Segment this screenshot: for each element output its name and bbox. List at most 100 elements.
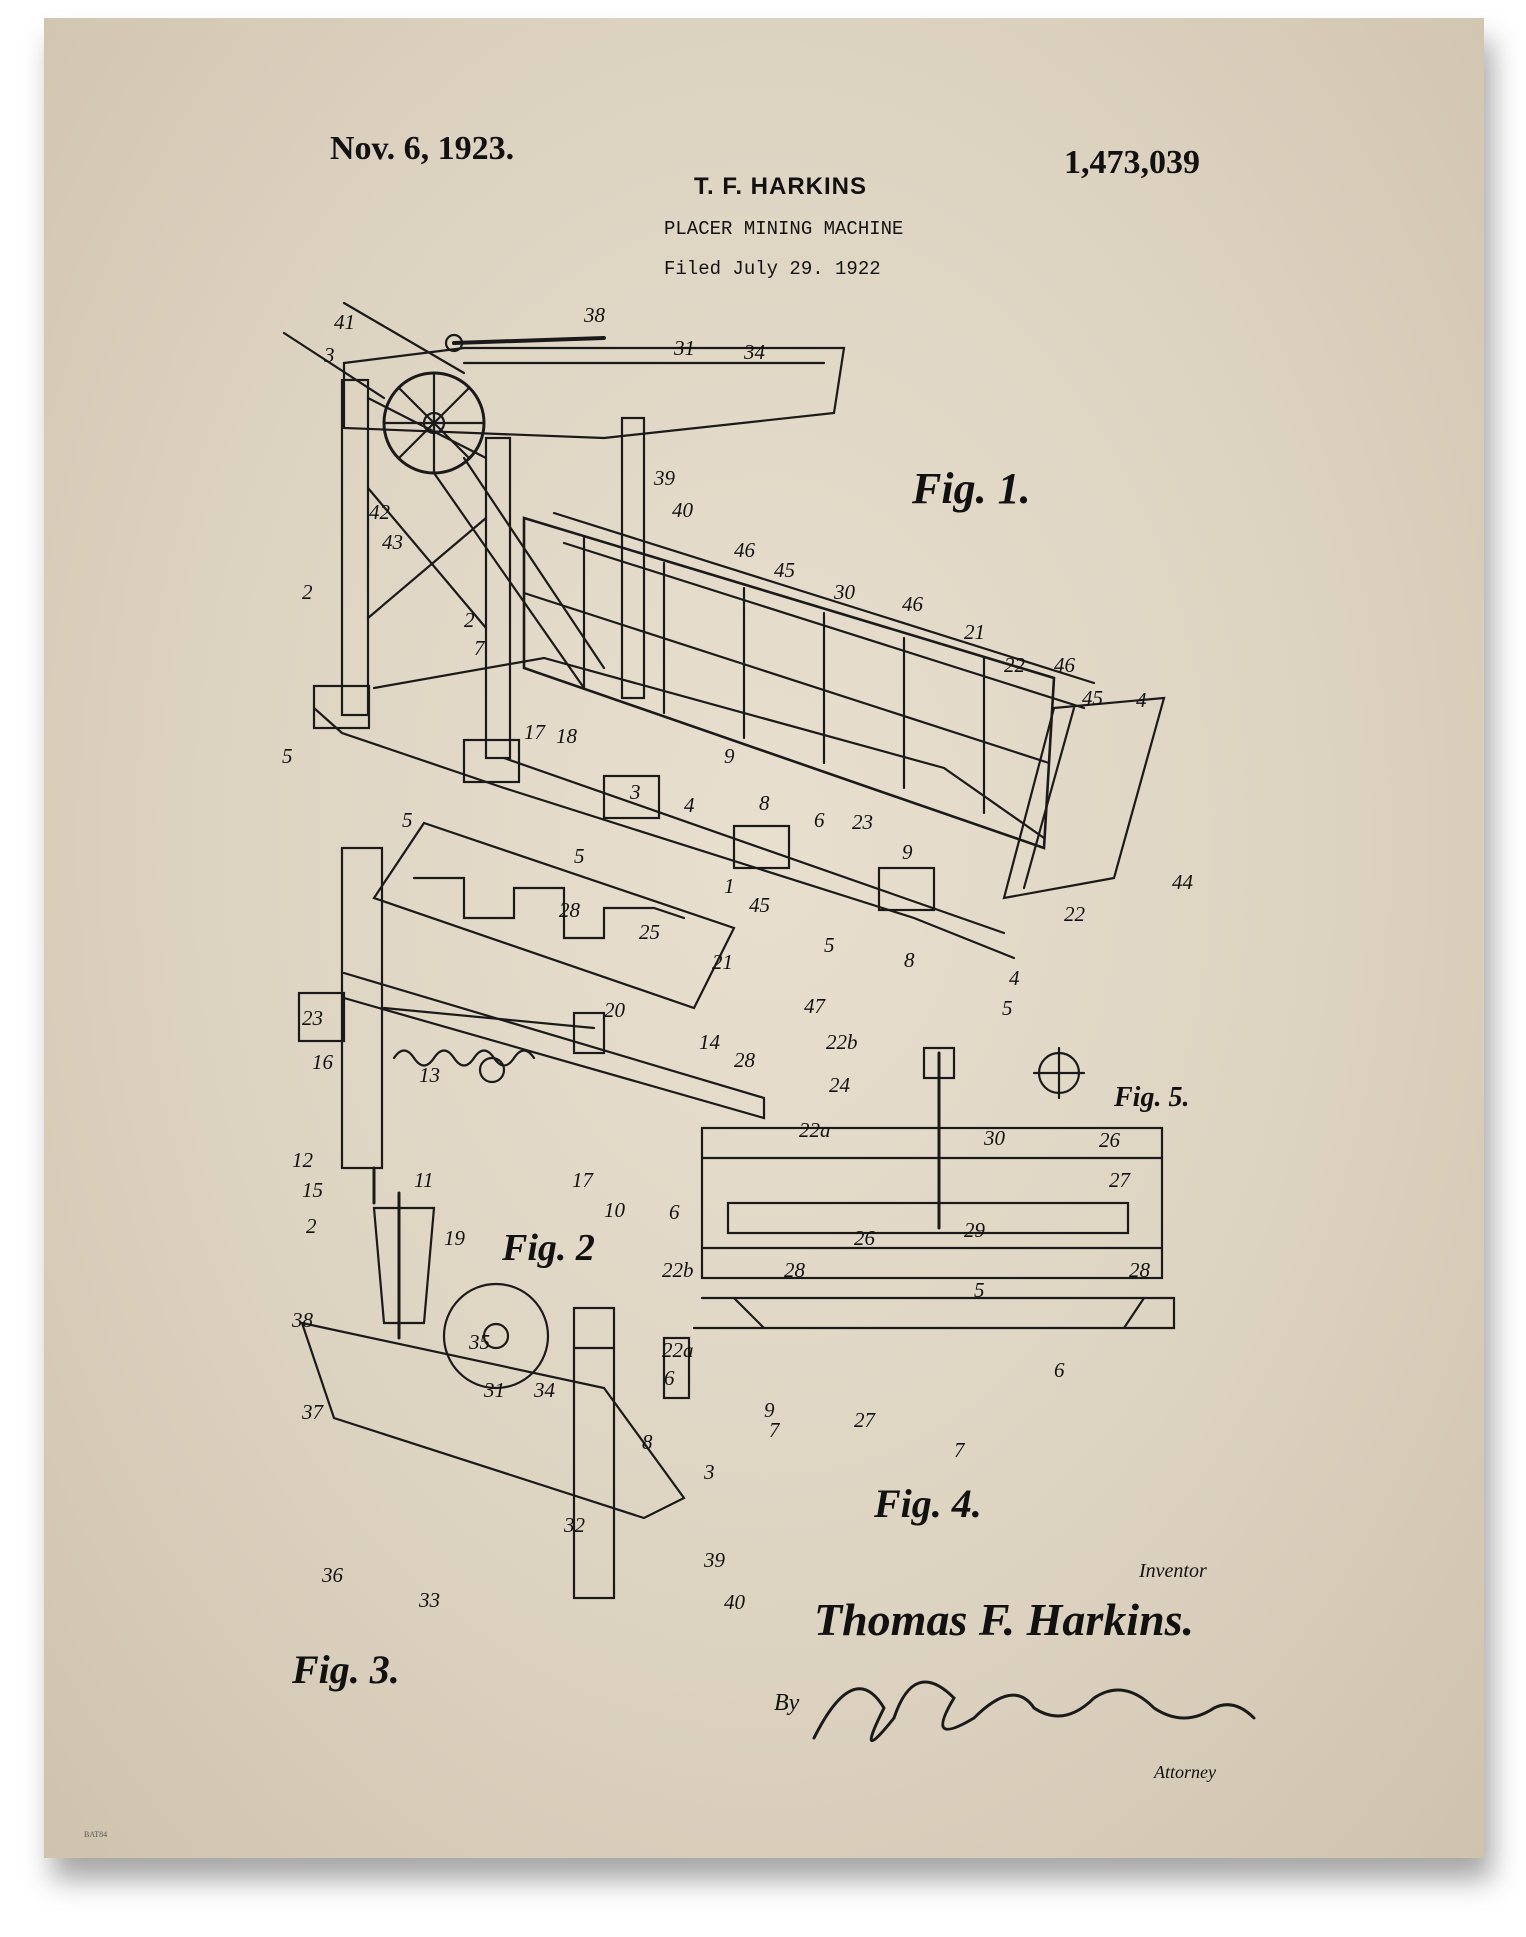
- ref-numeral: 28: [559, 898, 580, 922]
- ref-numeral: 27: [1109, 1168, 1130, 1192]
- ref-numeral: 38: [584, 303, 605, 327]
- ref-numeral: 39: [654, 466, 675, 490]
- ref-numeral: 19: [444, 1226, 465, 1250]
- ref-numeral: 17: [524, 720, 545, 744]
- ref-numeral: 31: [674, 336, 695, 360]
- patent-number: 1,473,039: [1064, 144, 1200, 181]
- ref-numeral: 3: [704, 1460, 715, 1484]
- patent-drawings: [282, 301, 1256, 1742]
- fig3-drawing: [300, 1166, 686, 1600]
- ref-numeral: 22a: [799, 1118, 831, 1142]
- ref-numeral: 5: [974, 1278, 985, 1302]
- ref-numeral: 6: [1054, 1358, 1065, 1382]
- ref-numeral: 22: [1004, 653, 1025, 677]
- ref-numeral: 5: [1002, 996, 1013, 1020]
- ref-numeral: 4: [684, 793, 695, 817]
- ref-numeral: 6: [669, 1200, 680, 1224]
- fig2-caption: Fig. 2: [502, 1227, 595, 1269]
- ref-numeral: 5: [282, 744, 293, 768]
- ref-numeral: 33: [419, 1588, 440, 1612]
- ref-numeral: 32: [564, 1513, 585, 1537]
- print-code: BAT84: [84, 1830, 108, 1839]
- ref-numeral: 45: [749, 893, 770, 917]
- ref-numeral: 39: [704, 1548, 725, 1572]
- ref-numeral: 1: [724, 874, 735, 898]
- ref-numeral: 40: [672, 498, 693, 522]
- ref-numeral: 8: [904, 948, 915, 972]
- ref-numeral: 22b: [826, 1030, 858, 1054]
- fig2-drawing: [297, 821, 766, 1170]
- fig3-caption: Fig. 3.: [292, 1647, 400, 1692]
- ref-numeral: 27: [854, 1408, 875, 1432]
- ref-numeral: 2: [306, 1214, 317, 1238]
- fig1-caption: Fig. 1.: [912, 464, 1031, 513]
- ref-numeral: 9: [764, 1398, 775, 1422]
- ref-numeral: 18: [556, 724, 577, 748]
- ref-numeral: 46: [1054, 653, 1075, 677]
- ref-numeral: 4: [1136, 688, 1147, 712]
- ref-numeral: 22a: [662, 1338, 694, 1362]
- ref-numeral: 12: [292, 1148, 313, 1172]
- ref-numeral: 11: [414, 1168, 434, 1192]
- filed-date: Filed July 29. 1922: [664, 258, 881, 280]
- ref-numeral: 6: [664, 1366, 675, 1390]
- fig1-drawing: [282, 301, 1166, 960]
- inventor-signature-name: Thomas F. Harkins.: [814, 1594, 1195, 1645]
- ref-numeral: 5: [824, 933, 835, 957]
- ref-numeral: 17: [572, 1168, 593, 1192]
- ref-numeral: 34: [534, 1378, 555, 1402]
- ref-numeral: 3: [324, 343, 335, 367]
- ref-numeral: 15: [302, 1178, 323, 1202]
- attorney-label: Attorney: [1154, 1762, 1216, 1782]
- fig4-caption: Fig. 4.: [874, 1481, 982, 1526]
- ref-numeral: 26: [854, 1226, 875, 1250]
- ref-numeral: 20: [604, 998, 625, 1022]
- ref-numeral: 7: [474, 636, 485, 660]
- ref-numeral: 28: [1129, 1258, 1150, 1282]
- ref-numeral: 47: [804, 994, 825, 1018]
- ref-numeral: 14: [699, 1030, 720, 1054]
- fig5-caption: Fig. 5.: [1114, 1082, 1190, 1113]
- patent-sheet: Nov. 6, 1923. 1,473,039 T. F. HARKINS PL…: [44, 18, 1484, 1858]
- inventor-label: Inventor: [1139, 1560, 1207, 1582]
- ref-numeral: 24: [829, 1073, 850, 1097]
- ref-numeral: 37: [302, 1400, 323, 1424]
- ref-numeral: 38: [292, 1308, 313, 1332]
- ref-numeral: 13: [419, 1063, 440, 1087]
- ref-numeral: 5: [402, 808, 413, 832]
- attorney-signature: [812, 1680, 1256, 1742]
- ref-numeral: 6: [814, 808, 825, 832]
- ref-numeral: 41: [334, 310, 355, 334]
- ref-numeral: 30: [834, 580, 855, 604]
- ref-numeral: 26: [1099, 1128, 1120, 1152]
- ref-numeral: 2: [464, 608, 475, 632]
- ref-numeral: 2: [302, 580, 313, 604]
- ref-numeral: 22b: [662, 1258, 694, 1282]
- ref-numeral: 21: [712, 950, 733, 974]
- ref-numeral: 28: [784, 1258, 805, 1282]
- ref-numeral: 35: [469, 1330, 490, 1354]
- ref-numeral: 8: [642, 1430, 653, 1454]
- fig4-drawing: [662, 1046, 1176, 1400]
- ref-numeral: 46: [902, 592, 923, 616]
- ref-numeral: 40: [724, 1590, 745, 1614]
- ref-numeral: 46: [734, 538, 755, 562]
- ref-numeral: 30: [984, 1126, 1005, 1150]
- ref-numeral: 29: [964, 1218, 985, 1242]
- ref-numeral: 16: [312, 1050, 333, 1074]
- patent-date: Nov. 6, 1923.: [330, 130, 515, 167]
- ref-numeral: 34: [744, 340, 765, 364]
- ref-numeral: 42: [369, 500, 390, 524]
- ref-numeral: 36: [322, 1563, 343, 1587]
- ref-numeral: 8: [759, 791, 770, 815]
- inventor-heading: T. F. HARKINS: [694, 173, 868, 200]
- ref-numeral: 28: [734, 1048, 755, 1072]
- ref-numeral: 44: [1172, 870, 1193, 894]
- ref-numeral: 9: [724, 744, 735, 768]
- ref-numeral: 25: [639, 920, 660, 944]
- ref-numeral: 23: [302, 1006, 323, 1030]
- ref-numeral: 3: [630, 780, 641, 804]
- ref-numeral: 45: [774, 558, 795, 582]
- ref-numeral: 22: [1064, 902, 1085, 926]
- ref-numeral: 45: [1082, 686, 1103, 710]
